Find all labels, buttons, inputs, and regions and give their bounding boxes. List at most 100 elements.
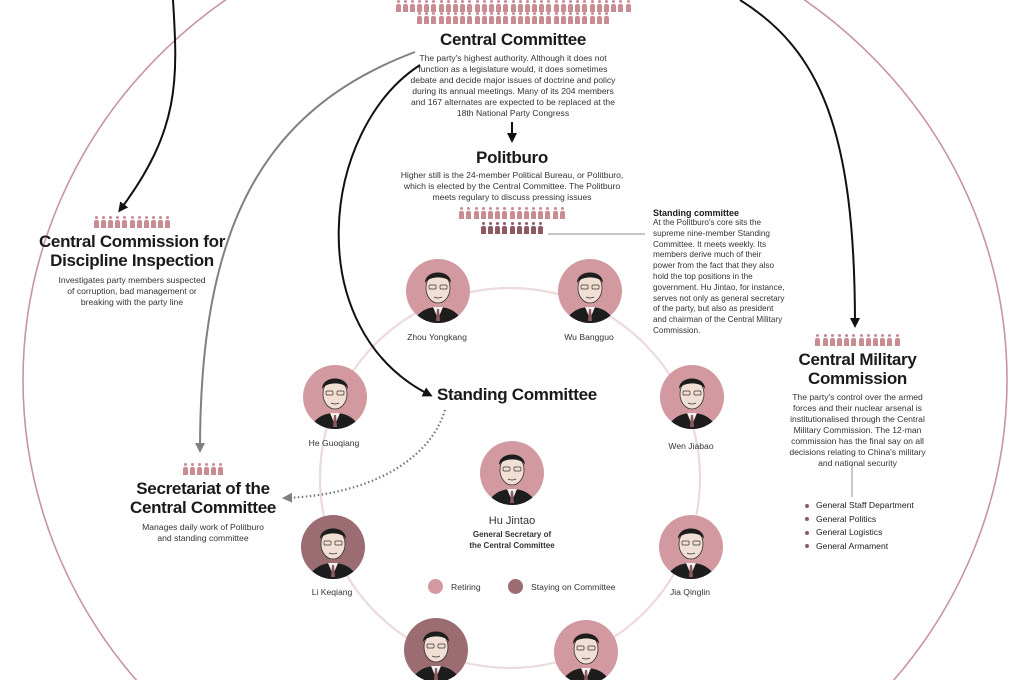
politburo-description: Higher still is the 24-member Political …: [400, 170, 624, 202]
center-member-name: Hu Jintao: [488, 515, 536, 527]
member-name: Jia Qinglin: [669, 587, 711, 597]
person-icon: [460, 12, 466, 24]
portrait-m2: [303, 365, 367, 429]
bullet-icon: [805, 503, 809, 508]
person-icon: [538, 222, 544, 234]
central-committee-title: Central Committee: [439, 30, 587, 49]
person-icon: [115, 216, 121, 228]
standing-committee-note-title: Standing committee: [653, 208, 740, 218]
person-icon: [815, 334, 821, 346]
person-icon: [488, 12, 494, 24]
person-icon: [481, 0, 487, 12]
central-committee-description: The party's highest authority. Although …: [410, 53, 616, 118]
secretariat-title-line1: Secretariat of the: [136, 479, 270, 498]
arrow-to-discipline: [118, 0, 177, 213]
person-icon: [417, 12, 423, 24]
person-icon: [582, 12, 588, 24]
person-icon: [625, 0, 631, 12]
person-icon: [582, 0, 588, 12]
person-icon: [524, 0, 530, 12]
person-icon: [496, 12, 502, 24]
person-icon: [151, 216, 157, 228]
member-name: Li Keqiang: [311, 587, 353, 597]
secretariat-description: Manages daily work of Politburo and stan…: [142, 522, 264, 543]
person-icon: [409, 0, 415, 12]
person-icon: [460, 0, 466, 12]
person-icon: [531, 222, 537, 234]
legend-staying: Staying on Committee: [508, 579, 616, 594]
person-icon: [829, 334, 835, 346]
person-icon: [611, 0, 617, 12]
person-icon: [510, 0, 516, 12]
person-icon: [568, 0, 574, 12]
military-departments-list: General Staff Department General Politic…: [805, 499, 914, 553]
person-icon: [538, 207, 544, 219]
standing-committee-member-icons: [392, 222, 632, 234]
person-icon: [495, 207, 501, 219]
portrait-m7: [554, 620, 618, 680]
department-item: General Armament: [805, 540, 914, 554]
department-item: General Logistics: [805, 526, 914, 540]
discipline-description: Investigates party members suspected of …: [58, 275, 206, 307]
member-name: Wen Jiabao: [668, 441, 714, 451]
member-name: Zhou Yongkang: [407, 332, 467, 342]
arrow-to-military: [739, 0, 860, 328]
person-icon: [395, 0, 401, 12]
person-icon: [211, 463, 217, 475]
person-icon: [136, 216, 142, 228]
person-icon: [474, 12, 480, 24]
person-icon: [93, 216, 99, 228]
person-portrait-icon: [309, 378, 361, 429]
department-item: General Staff Department: [805, 499, 914, 513]
dotted-arrow-standing-to-secretariat: [282, 409, 447, 503]
center-member-role-line2: the Central Committee: [469, 541, 555, 550]
person-icon: [523, 207, 529, 219]
person-portrait-icon: [486, 454, 538, 505]
standing-committee-note: Standing committee At the Politburo's co…: [653, 208, 785, 337]
discipline-member-icons: [22, 216, 242, 228]
person-icon: [546, 12, 552, 24]
person-icon: [459, 207, 465, 219]
retiring-swatch: [428, 579, 443, 594]
person-icon: [545, 207, 551, 219]
person-icon: [837, 334, 843, 346]
outer-ring: [22, 0, 1008, 680]
person-icon: [880, 334, 886, 346]
person-icon: [182, 463, 188, 475]
arrow-to-secretariat: [195, 51, 416, 453]
staying-swatch: [508, 579, 523, 594]
person-icon: [453, 12, 459, 24]
military-title-line1: Central Military: [798, 350, 917, 369]
person-icon: [453, 0, 459, 12]
portrait-m4: [301, 515, 365, 579]
person-icon: [589, 0, 595, 12]
bullet-icon: [805, 544, 809, 549]
portrait-m3: [660, 365, 724, 429]
person-icon: [100, 216, 106, 228]
person-icon: [589, 12, 595, 24]
person-icon: [466, 207, 472, 219]
person-icon: [204, 463, 210, 475]
person-icon: [517, 12, 523, 24]
secretariat-block: Secretariat of the Central Committee Man…: [118, 463, 288, 544]
center-member-role-line1: General Secretary of: [472, 530, 552, 539]
person-icon: [553, 12, 559, 24]
person-icon: [509, 222, 515, 234]
person-icon: [502, 207, 508, 219]
person-icon: [851, 334, 857, 346]
person-portrait-icon: [307, 528, 359, 579]
person-icon: [467, 12, 473, 24]
politburo-block: Politburo Higher still is the 24-member …: [392, 148, 632, 234]
person-icon: [502, 222, 508, 234]
discipline-title-line2: Discipline Inspection: [50, 251, 214, 270]
person-icon: [575, 0, 581, 12]
person-icon: [417, 0, 423, 12]
person-icon: [480, 207, 486, 219]
person-icon: [487, 222, 493, 234]
person-icon: [503, 12, 509, 24]
person-icon: [143, 216, 149, 228]
person-icon: [872, 334, 878, 346]
person-icon: [516, 222, 522, 234]
